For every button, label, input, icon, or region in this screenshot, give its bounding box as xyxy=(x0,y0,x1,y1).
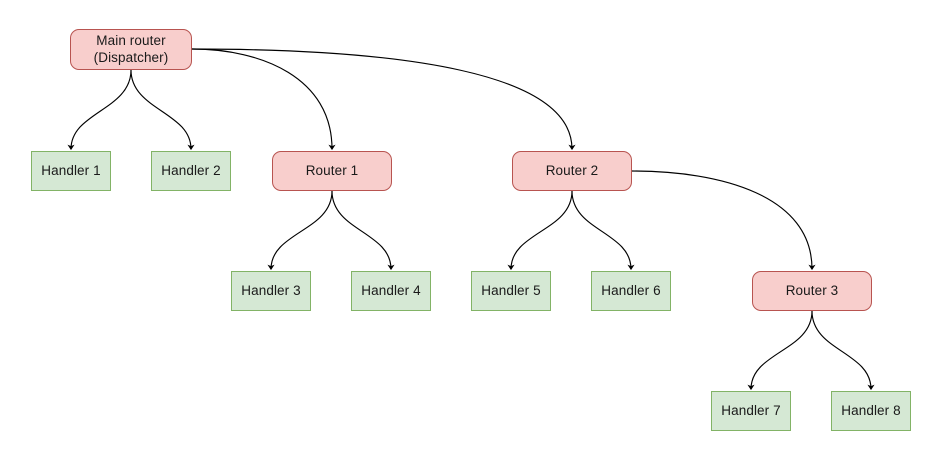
node-handler-4[interactable]: Handler 4 xyxy=(351,271,431,311)
node-label-router-3: Router 3 xyxy=(785,282,839,298)
node-label-handler-5: Handler 5 xyxy=(481,282,541,298)
edge-main-to-router-2 xyxy=(191,48,576,151)
node-handler-5[interactable]: Handler 5 xyxy=(471,271,551,311)
edge-router-3-to-handler-8 xyxy=(811,310,875,391)
node-label-handler-3: Handler 3 xyxy=(241,282,301,298)
node-label-handler-7: Handler 7 xyxy=(721,402,781,418)
edge-router-1-to-handler-3 xyxy=(267,190,333,271)
edge-router-2-to-router-3 xyxy=(631,170,816,271)
node-router-2[interactable]: Router 2 xyxy=(512,151,632,191)
node-label-router-2: Router 2 xyxy=(545,162,599,178)
node-handler-2[interactable]: Handler 2 xyxy=(151,151,231,191)
node-router-1[interactable]: Router 1 xyxy=(272,151,392,191)
node-handler-6[interactable]: Handler 6 xyxy=(591,271,671,311)
node-label-handler-8: Handler 8 xyxy=(841,402,901,418)
node-handler-1[interactable]: Handler 1 xyxy=(31,151,111,191)
edge-router-2-to-handler-5 xyxy=(507,190,573,271)
node-label-router-1: Router 1 xyxy=(305,162,359,178)
node-main-router[interactable]: Main router (Dispatcher) xyxy=(70,29,192,70)
edge-main-to-router-1 xyxy=(191,48,336,151)
node-label-handler-2: Handler 2 xyxy=(161,162,221,178)
node-handler-3[interactable]: Handler 3 xyxy=(231,271,311,311)
edge-group xyxy=(67,48,875,391)
edge-router-1-to-handler-4 xyxy=(331,190,395,271)
edge-router-3-to-handler-7 xyxy=(747,310,813,391)
node-label-main-router: Main router (Dispatcher) xyxy=(93,32,169,65)
node-label-handler-4: Handler 4 xyxy=(361,282,421,298)
node-handler-8[interactable]: Handler 8 xyxy=(831,391,911,431)
node-handler-7[interactable]: Handler 7 xyxy=(711,391,791,431)
node-router-3[interactable]: Router 3 xyxy=(752,271,872,311)
edge-main-to-handler-1 xyxy=(67,69,132,151)
edge-main-to-handler-2 xyxy=(130,69,195,151)
node-label-handler-1: Handler 1 xyxy=(41,162,101,178)
edge-router-2-to-handler-6 xyxy=(571,190,635,271)
node-label-handler-6: Handler 6 xyxy=(601,282,661,298)
